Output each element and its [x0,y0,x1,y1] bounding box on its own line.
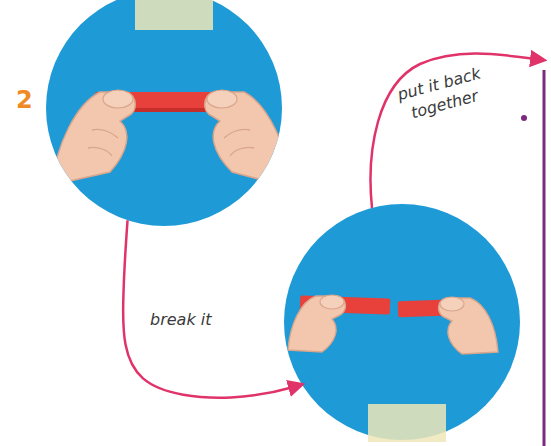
left-hand [52,92,135,185]
step-label: put it back together [388,62,495,128]
photo-one [52,90,292,188]
paper-piece [398,299,473,318]
right-thumb [207,90,237,108]
paper-strip [95,92,247,112]
circle-outline [284,204,520,440]
right-thumb [440,297,464,311]
side-dot [521,115,527,121]
finger-lines [224,129,254,156]
finger-lines [88,129,118,156]
tape [368,404,446,442]
left-hand [288,296,346,352]
photo-circle: 2 [46,0,282,226]
photo-two [288,295,498,354]
circle-fill [284,204,520,440]
right-hand [439,298,499,354]
left-thumb [103,90,133,108]
return-arrow [371,54,544,208]
tape [135,0,213,30]
strip-shadow [95,108,247,112]
circle-fill [46,0,282,226]
circle-outline [46,0,282,226]
side-rule [543,70,546,446]
right-hand [205,92,292,188]
left-thumb [320,295,344,309]
step-label: break it [150,310,211,329]
step-arrow [123,220,302,397]
photo-circle [284,204,520,440]
paper-piece [300,295,391,314]
step-number: 2 [16,86,33,114]
